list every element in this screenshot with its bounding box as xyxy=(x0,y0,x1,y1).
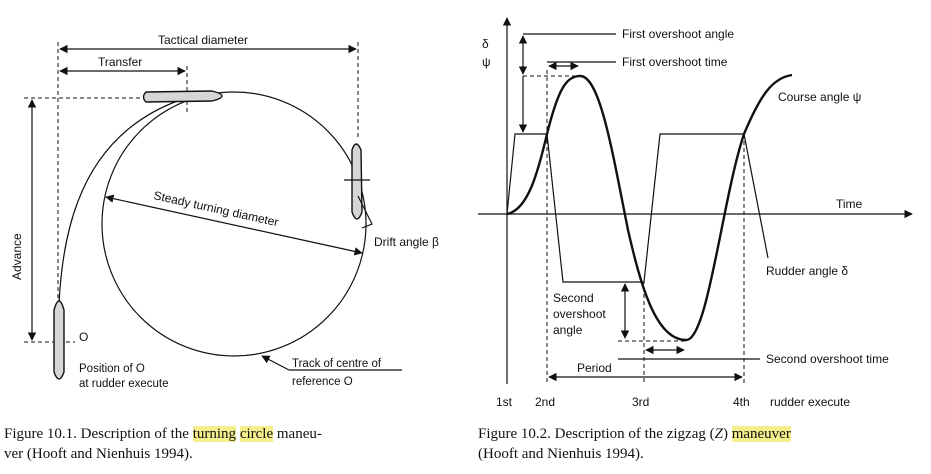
caption1-prefix: Figure 10.1. Description of the xyxy=(4,426,193,442)
track-label-line2: reference O xyxy=(292,376,353,388)
track-pointer xyxy=(261,355,290,371)
first-overshoot-time-label: First overshoot time xyxy=(622,55,728,69)
period-label: Period xyxy=(577,361,612,375)
figure2-caption-line2: (Hooft and Nienhuis 1994). xyxy=(478,446,644,462)
second-label: Second xyxy=(553,291,594,305)
caption2-highlight-maneuver: maneuver xyxy=(731,426,791,442)
caption2-z: Z xyxy=(714,426,723,442)
drift-angle-label: Drift angle β xyxy=(374,235,439,249)
tactical-diameter-label: Tactical diameter xyxy=(158,33,248,47)
tick-4th: 4th xyxy=(733,395,750,409)
transfer-label: Transfer xyxy=(98,55,142,69)
figure1-caption: Figure 10.1. Description of the turning … xyxy=(4,424,464,464)
rudder-angle-curve xyxy=(506,133,769,283)
steady-turning-diameter-arrow xyxy=(105,194,363,256)
caption1-highlight-turning: turning xyxy=(192,426,237,442)
tick-1st: 1st xyxy=(496,395,513,409)
figure2-caption: Figure 10.2. Description of the zigzag (… xyxy=(478,424,930,464)
rudder-execute-label: rudder execute xyxy=(770,395,850,409)
position-label-line2: at rudder execute xyxy=(79,378,169,390)
course-angle-label: Course angle ψ xyxy=(778,90,861,104)
ship-at-transfer xyxy=(142,90,223,103)
steady-turning-diameter-label: Steady turning diameter xyxy=(152,188,279,229)
position-label-line1: Position of O xyxy=(79,363,145,375)
turning-circle-diagram: Tactical diameter Transfer Advance Stead… xyxy=(10,33,439,390)
ship-at-tactical-diameter xyxy=(351,143,363,220)
rudder-angle-label: Rudder angle δ xyxy=(766,264,848,278)
approach-track xyxy=(57,99,181,346)
caption1-suffix: maneu- xyxy=(273,426,322,442)
first-overshoot-angle-label: First overshoot angle xyxy=(622,27,734,41)
zigzag-diagram: δ ψ Time First overshoot angle First ove… xyxy=(478,17,913,409)
steady-turning-circle xyxy=(101,91,367,357)
tick-2nd: 2nd xyxy=(535,395,555,409)
overshoot-label: overshoot xyxy=(553,307,606,321)
caption2-prefix: Figure 10.2. Description of the zigzag ( xyxy=(478,426,715,442)
period-label-bg xyxy=(571,360,623,374)
angle-label: angle xyxy=(553,323,583,337)
time-label: Time xyxy=(836,197,863,211)
caption2-middle: ) xyxy=(722,426,732,442)
caption1-highlight-circle: circle xyxy=(239,426,274,442)
advance-label: Advance xyxy=(10,233,24,280)
figure1-caption-line2: ver (Hooft and Nienhuis 1994). xyxy=(4,446,193,462)
drift-angle-wedge xyxy=(357,195,373,229)
ship-at-rudder-execute xyxy=(53,300,65,380)
figure1-caption-line1: Figure 10.1. Description of the turning … xyxy=(4,424,464,444)
tick-3rd: 3rd xyxy=(632,395,649,409)
second-overshoot-time-label: Second overshoot time xyxy=(766,352,889,366)
delta-axis-label: δ xyxy=(482,37,489,51)
course-angle-curve xyxy=(506,73,793,342)
psi-axis-label: ψ xyxy=(482,55,491,69)
figure2-caption-line1: Figure 10.2. Description of the zigzag (… xyxy=(478,424,930,444)
origin-label: O xyxy=(79,330,88,344)
track-label-line1: Track of centre of xyxy=(292,358,382,370)
